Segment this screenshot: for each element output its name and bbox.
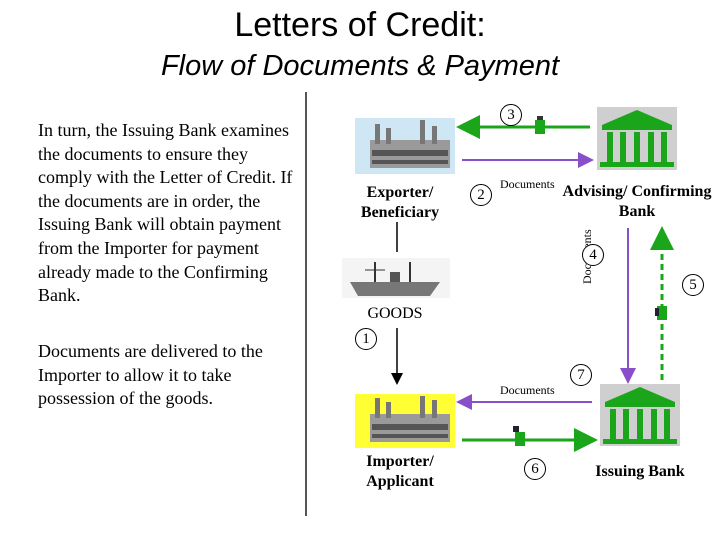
step-4-badge: 4 [582, 244, 604, 266]
ship-icon [342, 258, 450, 298]
bank-building-icon [597, 107, 677, 170]
factory-icon [355, 118, 455, 174]
page-title: Letters of Credit: [234, 6, 486, 44]
step-1-badge: 1 [355, 328, 377, 350]
step-7-badge: 7 [570, 364, 592, 386]
goods-label: GOODS [367, 305, 423, 322]
bank-building-icon [600, 384, 680, 446]
step-5-badge: 5 [682, 274, 704, 296]
advising-bank-label: Advising/ Confirming Bank [562, 183, 712, 220]
step-2-badge: 2 [470, 184, 492, 206]
exporter-label: Exporter/ Beneficiary [360, 184, 440, 221]
money-icon [535, 116, 545, 134]
importer-label: Importer/ Applicant [366, 453, 434, 490]
step-6-badge: 6 [524, 458, 546, 480]
factory-icon [355, 394, 455, 448]
step-3-badge: 3 [500, 104, 522, 126]
money-icon [655, 306, 667, 320]
description-paragraph-2: Documents are delivered to the Importer … [38, 341, 263, 409]
description-paragraph: In turn, the Issuing Bank examines the d… [38, 120, 293, 306]
issuing-bank-label: Issuing Bank [595, 463, 685, 480]
divider-line [305, 92, 307, 516]
documents-label-bottom: Documents [500, 383, 555, 397]
money-icon [513, 426, 525, 446]
documents-label-top: Documents [500, 177, 555, 191]
page-subtitle: Flow of Documents & Payment [160, 50, 560, 82]
